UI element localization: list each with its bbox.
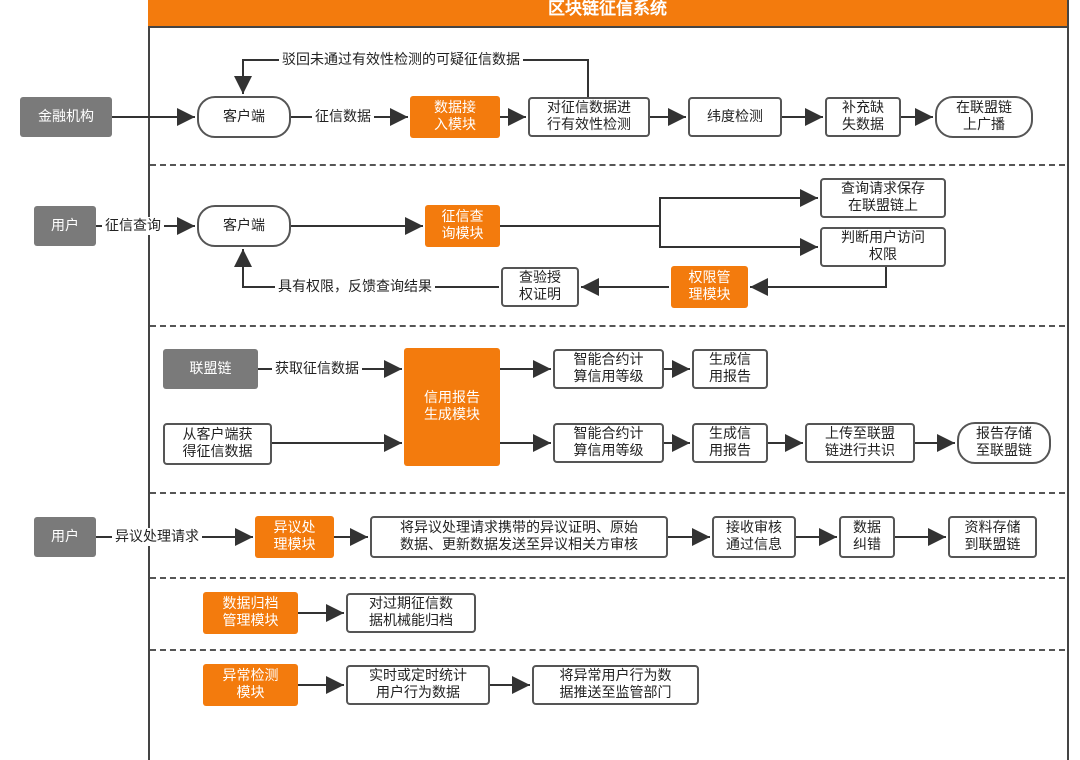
dispute-module: 异议处 理模块 xyxy=(255,516,334,558)
section-divider xyxy=(150,577,1065,579)
receive-review-node: 接收审核 通过信息 xyxy=(712,516,796,558)
permission-module: 权限管 理模块 xyxy=(671,266,748,308)
broadcast-node: 在联盟链 上广播 xyxy=(935,96,1033,138)
generate-report-node: 生成信 用报告 xyxy=(692,423,768,463)
section-divider xyxy=(150,649,1065,651)
data-correction-node: 数据 纠错 xyxy=(839,516,895,558)
anomaly-module: 异常检测 模块 xyxy=(203,664,298,706)
verify-auth-node: 查验授 权证明 xyxy=(501,267,579,307)
client-node: 客户端 xyxy=(197,96,291,138)
fill-missing-node: 补充缺 失数据 xyxy=(825,97,901,137)
from-client-node: 从客户端获 得征信数据 xyxy=(163,423,272,465)
edge-label-credit-data: 征信数据 xyxy=(312,108,374,126)
save-query-node: 查询请求保存 在联盟链上 xyxy=(820,178,946,218)
credit-report-module: 信用报告 生成模块 xyxy=(404,348,500,466)
generate-report-node: 生成信 用报告 xyxy=(692,349,768,389)
send-dispute-node: 将异议处理请求携带的异议证明、原始 数据、更新数据发送至异议相关方审核 xyxy=(370,516,668,558)
dimension-check-node: 纬度检测 xyxy=(688,97,782,137)
section-divider xyxy=(150,164,1065,166)
edge-label-get-data: 获取征信数据 xyxy=(272,360,362,378)
stats-node: 实时或定时统计 用户行为数据 xyxy=(346,665,490,705)
smart-contract-node: 智能合约计 算信用等级 xyxy=(553,349,664,389)
archive-node: 对过期征信数 据机械能归档 xyxy=(346,593,476,633)
push-node: 将异常用户行为数 据推送至监管部门 xyxy=(532,665,699,705)
feedback-label: 具有权限，反馈查询结果 xyxy=(275,278,435,296)
actor-user: 用户 xyxy=(34,517,96,557)
query-module: 征信查 询模块 xyxy=(425,205,500,247)
system-title: 区块链征信系统 xyxy=(148,0,1067,28)
actor-financial-institution: 金融机构 xyxy=(20,97,112,137)
actor-user: 用户 xyxy=(34,206,96,246)
edge-label-dispute-request: 异议处理请求 xyxy=(112,528,202,546)
smart-contract-node: 智能合约计 算信用等级 xyxy=(553,423,664,463)
validity-check-node: 对征信数据进 行有效性检测 xyxy=(528,97,650,137)
report-store-node: 报告存储 至联盟链 xyxy=(957,422,1051,464)
client-node: 客户端 xyxy=(197,205,291,247)
data-access-module: 数据接 入模块 xyxy=(410,96,500,138)
section-divider xyxy=(150,492,1065,494)
consortium-chain-node: 联盟链 xyxy=(163,349,258,389)
system-frame xyxy=(148,0,1069,760)
reject-label: 驳回未通过有效性检测的可疑征信数据 xyxy=(279,51,523,69)
upload-consensus-node: 上传至联盟 链进行共识 xyxy=(805,423,915,463)
archive-module: 数据归档 管理模块 xyxy=(203,592,298,634)
edge-label-credit-query: 征信查询 xyxy=(102,217,164,235)
store-data-node: 资料存储 到联盟链 xyxy=(948,516,1037,558)
judge-permission-node: 判断用户访问 权限 xyxy=(820,227,946,267)
section-divider xyxy=(150,325,1065,327)
